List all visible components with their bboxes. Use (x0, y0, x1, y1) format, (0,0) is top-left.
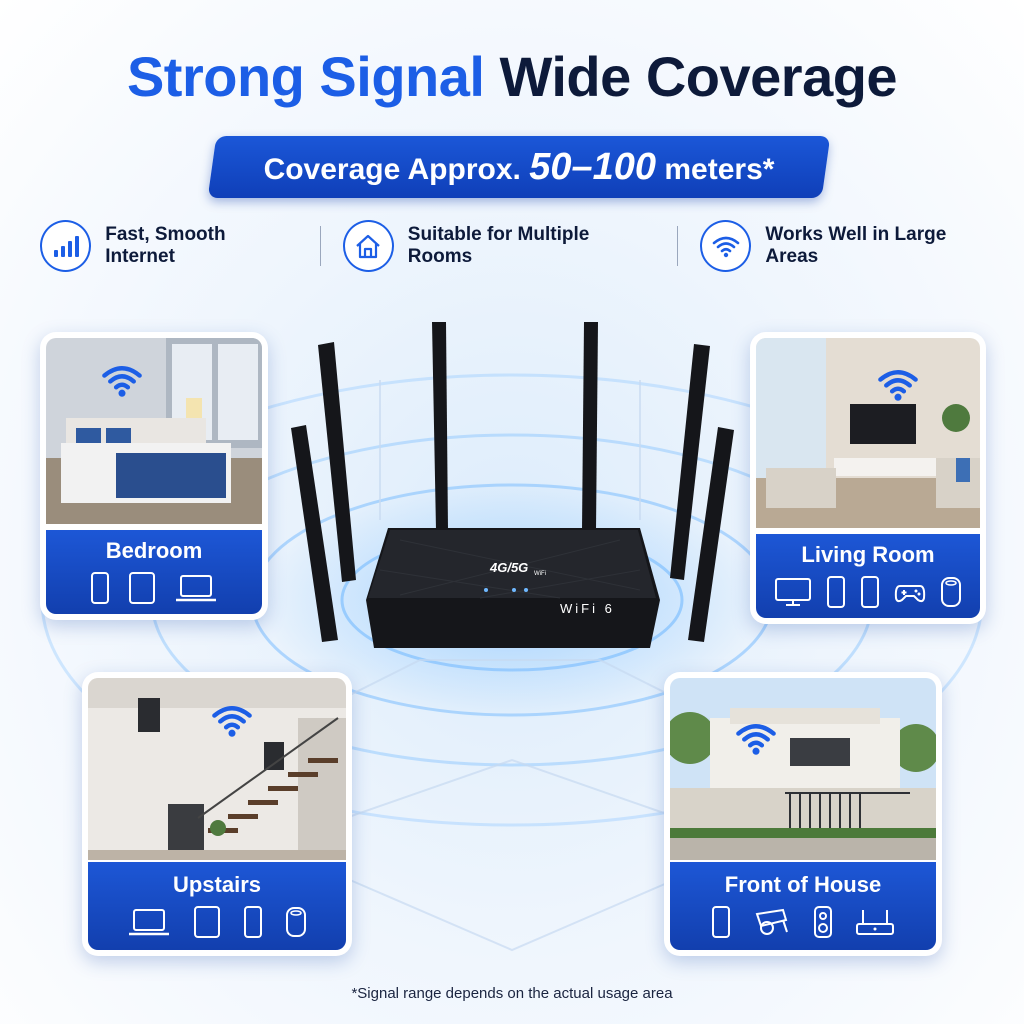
room-title: Front of House (724, 872, 882, 897)
tablet-icon (128, 572, 156, 609)
coverage-range: 50–100 (529, 146, 657, 188)
phone-icon (860, 576, 880, 613)
coverage-banner: Coverage Approx. 50–100 meters* (212, 136, 826, 198)
device-row (670, 906, 936, 943)
room-title: Upstairs (172, 872, 262, 897)
headline-part1: Strong Signal (126, 45, 485, 108)
wifi-icon (734, 720, 778, 761)
phone-icon (711, 906, 731, 943)
router-icon (855, 906, 895, 943)
antenna (582, 322, 598, 530)
divider (319, 226, 321, 266)
router-badge: 4G/5G (489, 560, 528, 575)
feature-label: Works Well in Large Areas (765, 224, 947, 267)
room-title: Living Room (801, 542, 935, 567)
smart-speaker-icon (285, 906, 307, 943)
feature-multiple-rooms: Suitable for Multiple Rooms (342, 220, 656, 272)
device-row (756, 576, 980, 613)
wifi-icon (700, 220, 752, 272)
room-card-upstairs: Upstairs (82, 672, 352, 956)
headline-part2: Wide Coverage (499, 45, 898, 108)
coverage-prefix: Coverage Approx. (263, 153, 521, 186)
antenna (432, 322, 448, 530)
wifi-icon (100, 362, 144, 403)
antenna (688, 427, 734, 642)
router-wifi-mark: WiFi 6 (560, 601, 615, 616)
router-badge-small: WiFi (534, 571, 546, 577)
card-panel: Bedroom (46, 530, 262, 614)
feature-label: Fast, Smooth Internet (105, 224, 226, 267)
upstairs-photo (88, 678, 346, 860)
card-panel: Living Room (756, 534, 980, 618)
feature-fast-internet: Fast, Smooth Internet (40, 220, 298, 272)
feature-label: Suitable for Multiple Rooms (407, 224, 590, 267)
room-card-front-of-house: Front of House (664, 672, 942, 956)
phone-icon (90, 572, 110, 609)
antenna (670, 344, 710, 580)
doorbell-icon (813, 906, 833, 943)
security-camera-icon (753, 906, 791, 943)
card-panel: Front of House (670, 862, 936, 950)
laptop-icon (174, 572, 218, 609)
wifi-icon (210, 702, 254, 743)
headline: Strong Signal Wide Coverage (0, 44, 1024, 109)
footnote: *Signal range depends on the actual usag… (351, 985, 673, 1002)
room-card-bedroom: Bedroom (40, 332, 268, 620)
smart-speaker-icon (940, 576, 962, 613)
gamepad-icon (894, 576, 926, 613)
feature-large-areas: Works Well in Large Areas (700, 220, 1000, 272)
antenna (291, 425, 338, 642)
divider (677, 226, 679, 266)
signal-bars-icon (40, 220, 92, 272)
front-of-house-photo (670, 678, 936, 860)
house-icon (342, 220, 394, 272)
phone-icon (826, 576, 846, 613)
laptop-icon (127, 906, 171, 943)
living-room-photo (756, 338, 980, 528)
antenna (318, 342, 356, 582)
room-title: Bedroom (105, 538, 203, 563)
phone-icon (243, 906, 263, 943)
wifi-icon (876, 366, 920, 407)
tv-icon (774, 576, 812, 613)
coverage-suffix: meters* (664, 153, 775, 186)
device-row (46, 572, 262, 609)
room-card-living-room: Living Room (750, 332, 986, 624)
device-row (88, 906, 346, 943)
tablet-icon (193, 906, 221, 943)
card-panel: Upstairs (88, 862, 346, 950)
feature-row: Fast, Smooth Internet Suitable for Multi… (40, 216, 1000, 276)
bedroom-photo (46, 338, 262, 524)
